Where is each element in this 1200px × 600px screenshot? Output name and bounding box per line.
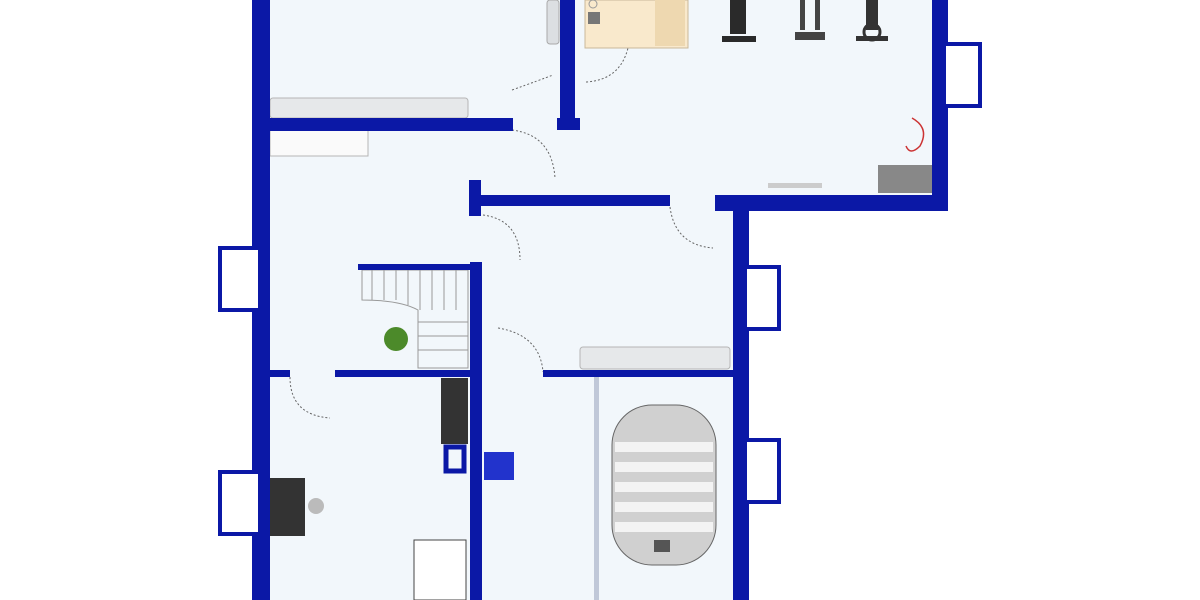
corridor-bottom (478, 377, 598, 600)
jump-rope-icon (905, 117, 925, 152)
exercise-bike-icon (856, 0, 888, 42)
water-tank-icon (611, 404, 717, 566)
box-outline (443, 444, 467, 474)
partition-wall (594, 377, 599, 600)
bed-icon (413, 539, 467, 600)
weight-bench-icon (722, 0, 756, 42)
office-chair-icon (308, 498, 324, 514)
radiator-icon (768, 183, 822, 188)
exercise-machine-icon (795, 0, 825, 40)
cabinet-icon (546, 0, 560, 45)
hallway (268, 122, 738, 377)
desk-icon (270, 478, 305, 536)
staircase-icon (361, 269, 469, 369)
device-icon (484, 452, 514, 480)
window-icon (218, 42, 982, 536)
door-swing-icon (289, 47, 714, 419)
mat-icon (878, 165, 932, 193)
plant-icon (384, 327, 408, 351)
boiler-icon (441, 378, 468, 444)
cabinet-row-icon (269, 97, 731, 370)
sauna-icon (584, 0, 689, 49)
